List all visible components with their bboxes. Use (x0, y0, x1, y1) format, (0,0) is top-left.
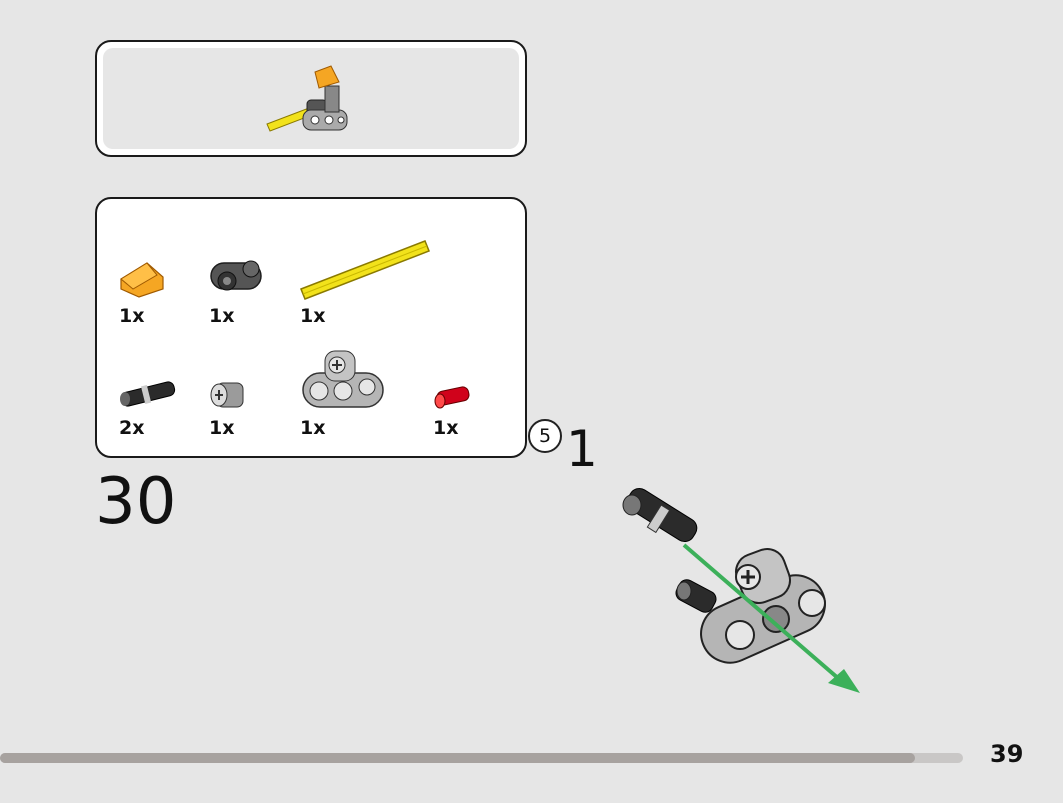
beam-icon (302, 350, 384, 408)
page-progress-fill (0, 753, 915, 763)
parts-list-panel: 1x 1x 5 1x 2x 1x 1x 1 (95, 197, 562, 458)
part-qty: 2x (119, 417, 145, 439)
page-number: 39 (990, 740, 1024, 768)
friction-pin-insert (622, 487, 698, 543)
step-number: 30 (95, 465, 177, 539)
part-qty: 1x (433, 417, 459, 439)
beam-with-axle-hole (700, 548, 826, 664)
axle-length-badge: 5 (528, 419, 562, 453)
part-qty: 1x (209, 305, 235, 327)
red-pin-icon (434, 386, 470, 409)
friction-pin-icon (120, 381, 176, 407)
arrow-head (828, 669, 860, 693)
submodel-preview-panel (95, 40, 527, 157)
submodel-preview-area (103, 48, 519, 149)
part-qty: 1x (119, 305, 145, 327)
orange-slope-icon (120, 262, 164, 298)
page-progress-bar (0, 753, 963, 763)
part-qty: 1x (300, 305, 326, 327)
substep-number: 1 (566, 420, 598, 478)
submodel-preview-image (266, 65, 348, 132)
insert-arrow (682, 543, 848, 687)
bush-icon (210, 382, 244, 408)
part-qty: 1x (300, 417, 326, 439)
pin-connector-icon (210, 260, 262, 291)
part-qty: 1x (209, 417, 235, 439)
assembly-illustration (622, 487, 860, 693)
axle-icon (300, 240, 430, 300)
